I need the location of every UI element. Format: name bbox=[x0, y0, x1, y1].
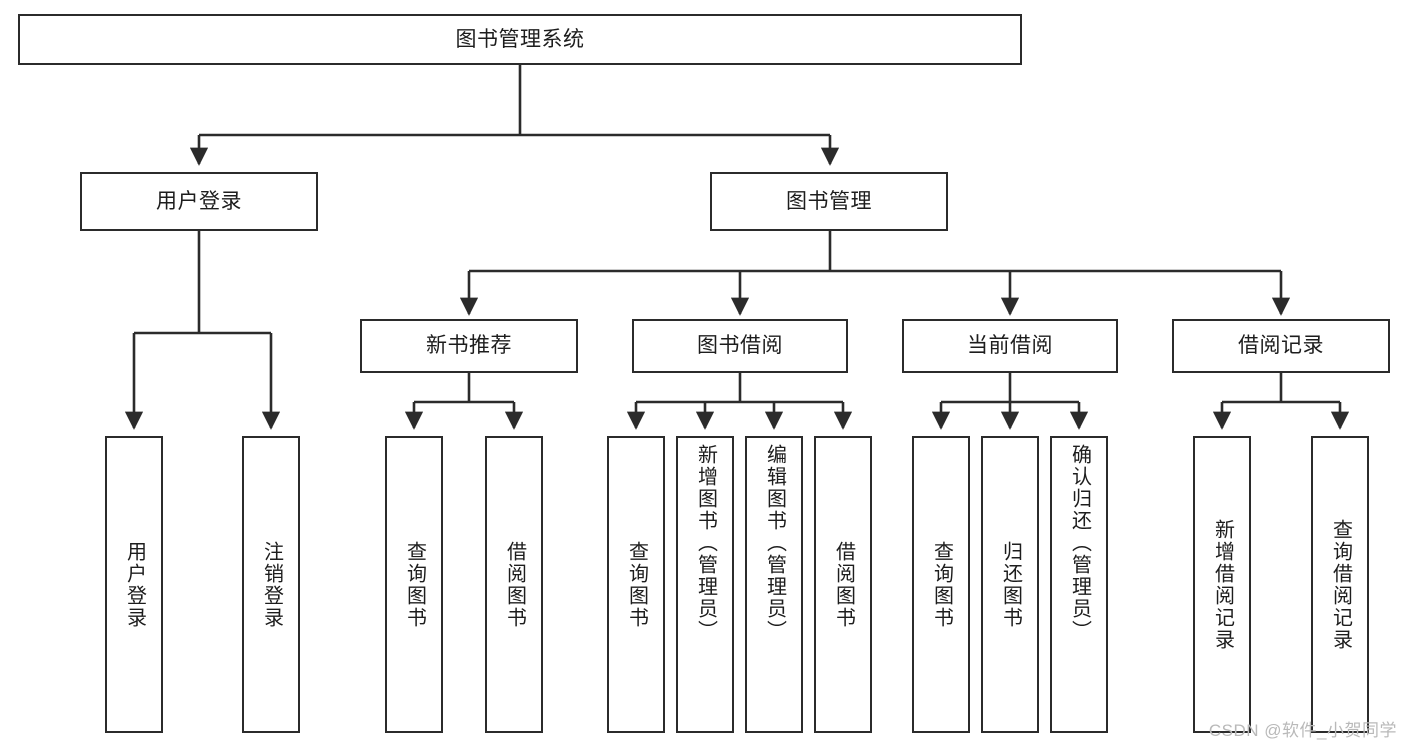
node-new-book-recommend[interactable]: 新书推荐 bbox=[360, 319, 578, 373]
node-current-borrow-label: 当前借阅 bbox=[967, 334, 1053, 358]
node-book-manage[interactable]: 图书管理 bbox=[710, 172, 948, 231]
node-leaf-query-book-3[interactable]: 查询图书 bbox=[912, 436, 970, 733]
node-borrow-record[interactable]: 借阅记录 bbox=[1172, 319, 1390, 373]
node-leaf-borrow-book-2-label: 借阅图书 bbox=[832, 540, 855, 629]
node-book-manage-label: 图书管理 bbox=[786, 189, 872, 213]
node-user-login[interactable]: 用户登录 bbox=[80, 172, 318, 231]
node-leaf-query-record-label: 查询借阅记录 bbox=[1329, 518, 1352, 651]
node-leaf-user-login[interactable]: 用户登录 bbox=[105, 436, 163, 733]
node-user-login-label: 用户登录 bbox=[156, 189, 242, 213]
node-root-label: 图书管理系统 bbox=[455, 27, 585, 51]
node-leaf-return-book[interactable]: 归还图书 bbox=[981, 436, 1039, 733]
node-new-book-recommend-label: 新书推荐 bbox=[426, 334, 512, 358]
node-leaf-add-record[interactable]: 新增借阅记录 bbox=[1193, 436, 1251, 733]
node-book-borrow-label: 图书借阅 bbox=[697, 334, 783, 358]
node-book-borrow[interactable]: 图书借阅 bbox=[632, 319, 848, 373]
node-leaf-edit-book[interactable]: 编辑图书（管理员） bbox=[745, 436, 803, 733]
node-leaf-logout-login-label: 注销登录 bbox=[260, 540, 283, 629]
node-leaf-query-book-3-label: 查询图书 bbox=[930, 540, 953, 629]
node-leaf-query-book-2[interactable]: 查询图书 bbox=[607, 436, 665, 733]
node-leaf-confirm-return[interactable]: 确认归还（管理员） bbox=[1050, 436, 1108, 733]
node-leaf-query-book-2-label: 查询图书 bbox=[625, 540, 648, 629]
node-leaf-query-book-1-label: 查询图书 bbox=[403, 540, 426, 629]
node-current-borrow[interactable]: 当前借阅 bbox=[902, 319, 1118, 373]
node-leaf-edit-book-label: 编辑图书（管理员） bbox=[763, 444, 786, 642]
node-leaf-query-book-1[interactable]: 查询图书 bbox=[385, 436, 443, 733]
node-leaf-borrow-book-2[interactable]: 借阅图书 bbox=[814, 436, 872, 733]
node-leaf-query-record[interactable]: 查询借阅记录 bbox=[1311, 436, 1369, 733]
node-leaf-add-book[interactable]: 新增图书（管理员） bbox=[676, 436, 734, 733]
node-leaf-logout-login[interactable]: 注销登录 bbox=[242, 436, 300, 733]
node-leaf-add-book-label: 新增图书（管理员） bbox=[694, 444, 717, 642]
node-leaf-borrow-book-1-label: 借阅图书 bbox=[503, 540, 526, 629]
node-root[interactable]: 图书管理系统 bbox=[18, 14, 1022, 65]
node-leaf-user-login-label: 用户登录 bbox=[123, 540, 146, 629]
node-leaf-confirm-return-label: 确认归还（管理员） bbox=[1068, 444, 1091, 642]
node-borrow-record-label: 借阅记录 bbox=[1238, 334, 1324, 358]
csdn-watermark: CSDN @软件_小贺同学 bbox=[1208, 721, 1397, 740]
node-leaf-return-book-label: 归还图书 bbox=[999, 540, 1022, 629]
node-leaf-add-record-label: 新增借阅记录 bbox=[1211, 518, 1234, 651]
node-leaf-borrow-book-1[interactable]: 借阅图书 bbox=[485, 436, 543, 733]
